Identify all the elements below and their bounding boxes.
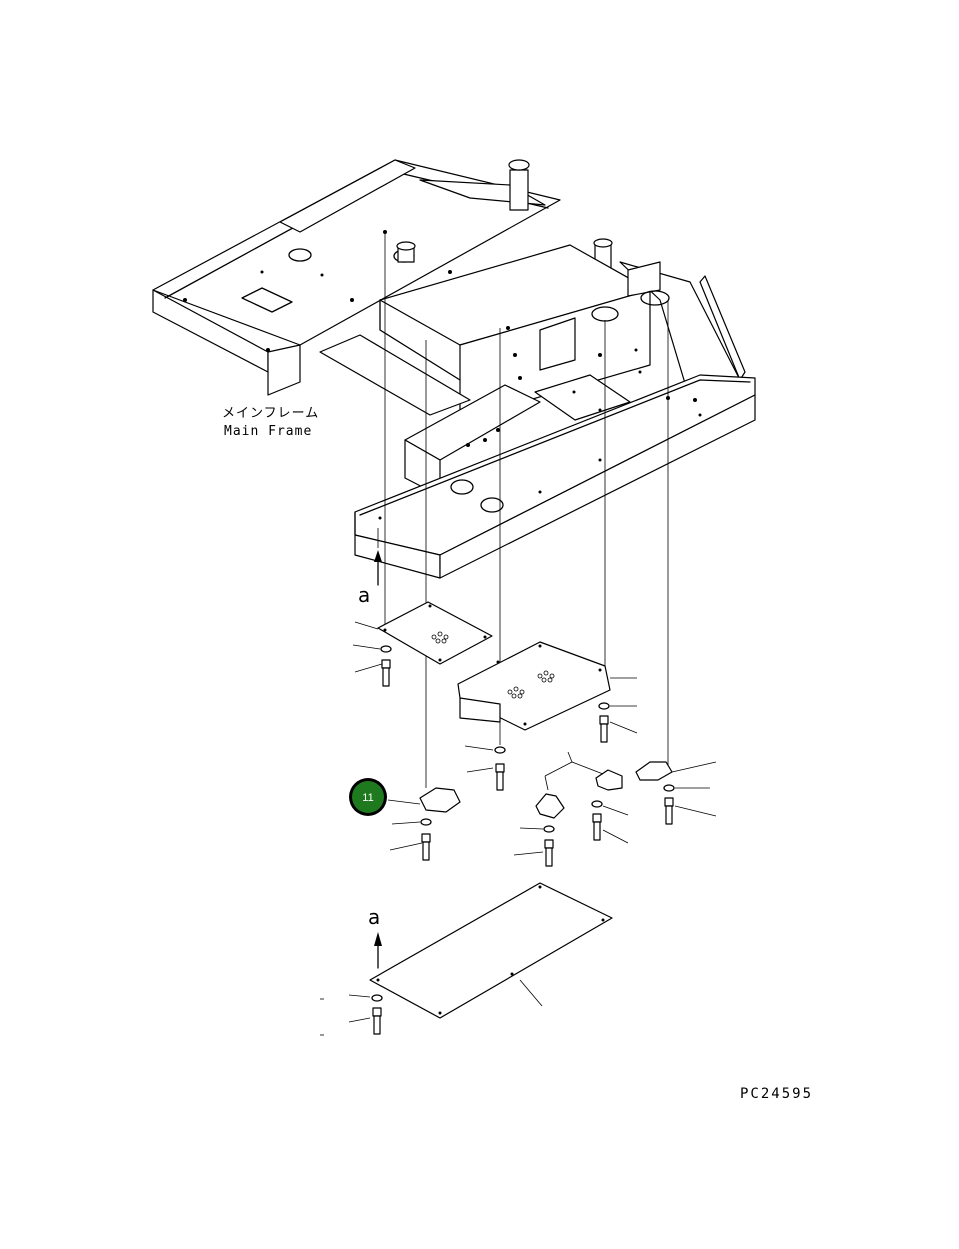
callout-disk (352, 781, 384, 813)
direction-arrow-lower (374, 932, 382, 969)
cover-small (377, 601, 493, 665)
main-frame-drawing (152, 159, 756, 579)
round-cover-left (387, 787, 461, 861)
direction-arrow-upper (374, 550, 382, 586)
callout-11[interactable]: 11 (349, 778, 387, 816)
callout-number: 11 (362, 792, 373, 804)
small-covers (513, 751, 629, 867)
bolt-set-1 (352, 621, 392, 687)
main-frame-label-en: Main Frame (224, 424, 312, 439)
assembly-lines (377, 232, 669, 788)
arrow-label-lower: a (368, 905, 380, 929)
undercover-plate (369, 882, 613, 1019)
bolt-set-2 (464, 677, 638, 791)
cover-large (457, 641, 611, 731)
figure-code: PC24595 (740, 1086, 813, 1102)
bolt-set-bottom (320, 994, 383, 1036)
round-cover-right (635, 761, 717, 825)
arrow-label-upper: a (358, 583, 370, 607)
main-frame-label-jp: メインフレーム (222, 406, 319, 421)
